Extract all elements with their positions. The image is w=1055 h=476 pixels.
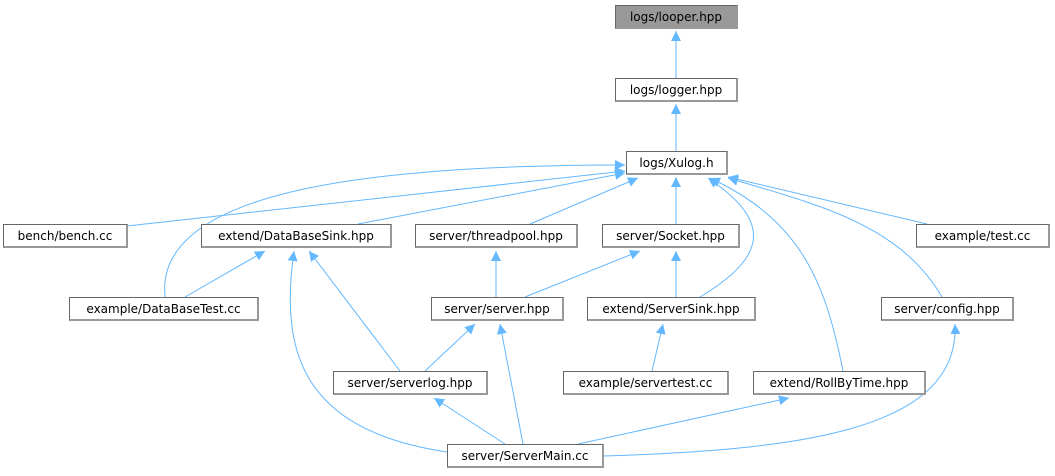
edge-rollbytime-xulog: [709, 177, 844, 372]
node-bench[interactable]: bench/bench.cc: [3, 224, 128, 248]
edge-servertest-serversink: [651, 323, 666, 372]
edge-servermain-config: [602, 323, 961, 457]
node-servertest[interactable]: example/servertest.cc: [563, 371, 729, 395]
edge-serverlog-server: [424, 323, 476, 372]
edge-servermain-databasesink: [287, 250, 448, 453]
node-serverlog[interactable]: server/serverlog.hpp: [333, 371, 488, 395]
node-socket[interactable]: server/Socket.hpp: [602, 224, 740, 248]
node-logs-looper[interactable]: logs/looper.hpp: [615, 5, 738, 29]
edge-config-xulog: [727, 176, 943, 298]
node-server-hpp[interactable]: server/server.hpp: [431, 297, 564, 321]
node-servermain[interactable]: server/ServerMain.cc: [447, 444, 604, 468]
edge-databasetest-xulog: [164, 160, 626, 298]
node-databasetest[interactable]: example/DataBaseTest.cc: [69, 297, 259, 321]
edge-bench-xulog: [126, 167, 626, 227]
edge-serversink-xulog: [699, 177, 754, 298]
node-threadpool[interactable]: server/threadpool.hpp: [415, 224, 578, 248]
edge-test-xulog: [727, 174, 928, 225]
node-databasesink[interactable]: extend/DataBaseSink.hpp: [201, 224, 392, 248]
edge-serverlog-databasesink: [308, 250, 401, 372]
node-logs-logger[interactable]: logs/logger.hpp: [615, 78, 738, 102]
node-config[interactable]: server/config.hpp: [881, 297, 1014, 321]
node-serversink[interactable]: extend/ServerSink.hpp: [587, 297, 756, 321]
edge-databasesink-xulog: [357, 169, 626, 225]
edge-databasetest-databasesink: [184, 250, 266, 298]
node-rollbytime[interactable]: extend/RollByTime.hpp: [753, 371, 926, 395]
node-example-test[interactable]: example/test.cc: [916, 224, 1050, 248]
edge-servermain-server: [496, 323, 524, 445]
node-logs-xulog[interactable]: logs/Xulog.h: [626, 151, 728, 175]
edge-threadpool-xulog: [529, 177, 639, 225]
edge-server-socket: [524, 250, 641, 298]
edge-servermain-rollbytime: [577, 395, 790, 445]
edge-servermain-serverlog: [433, 397, 506, 445]
